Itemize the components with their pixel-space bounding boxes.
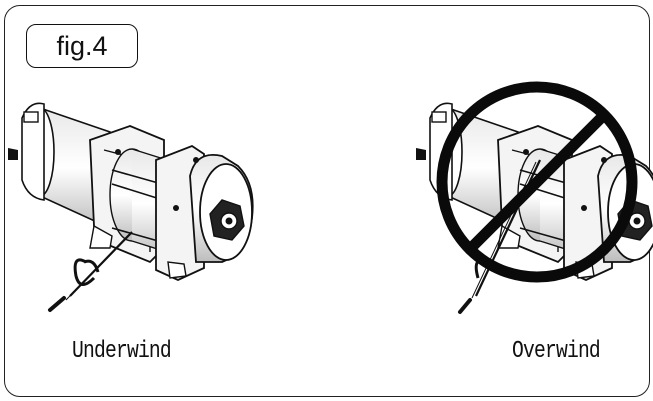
prohibition-sign-icon	[436, 81, 638, 283]
underwind-caption: Underwind	[72, 338, 172, 365]
overwind-caption: Overwind	[512, 338, 601, 365]
underwind-winch-illustration	[7, 102, 254, 312]
figure-label: fig.4	[26, 24, 138, 68]
